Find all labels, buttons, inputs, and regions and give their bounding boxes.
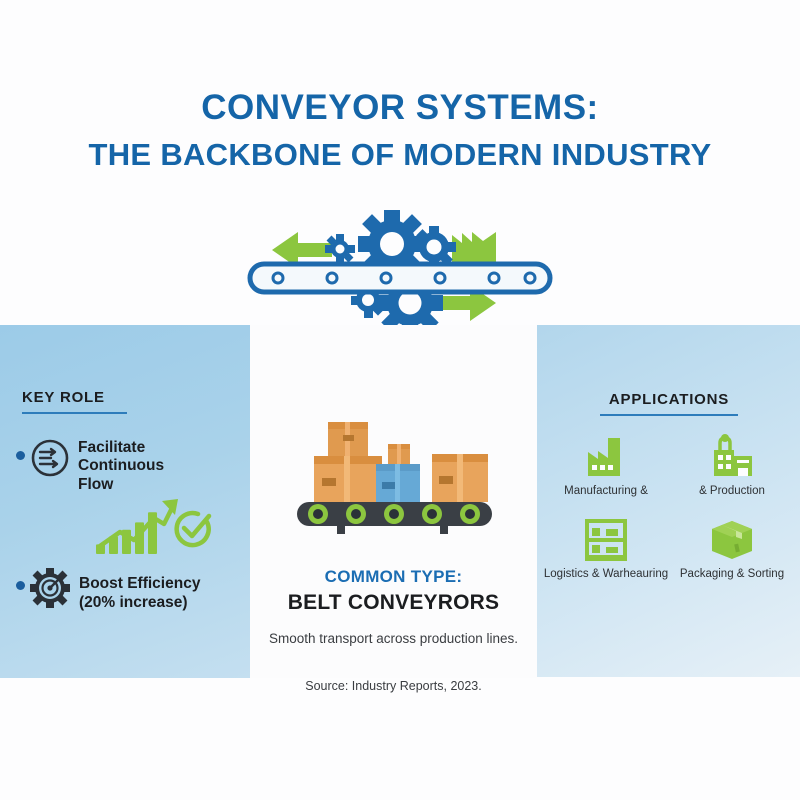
conveyor-rollers <box>308 504 480 524</box>
applications-row-2: Logistics & Warheauring Packaging & Sort… <box>543 513 795 580</box>
flow-arrows-circle-icon <box>29 437 71 484</box>
key-role-item-1-line-1: Facilitate <box>78 439 146 456</box>
cardboard-box <box>432 454 488 502</box>
application-item-packaging: Packaging & Sorting <box>669 513 795 580</box>
belt-conveyor-boxes-illustration <box>292 412 497 539</box>
trend-arrow-line <box>97 501 177 549</box>
application-item-logistics: Logistics & Warheauring <box>543 513 669 580</box>
target-gear-icon <box>29 567 71 614</box>
key-role-heading-wrap: KEY ROLE <box>22 389 127 414</box>
gear-icon <box>325 234 355 264</box>
key-role-heading: KEY ROLE <box>22 389 105 406</box>
package-box-icon <box>669 513 795 561</box>
key-role-item-2-line-1: Boost Efficiency <box>79 575 201 592</box>
left-arrow-icon <box>272 232 332 268</box>
cardboard-box <box>314 456 382 502</box>
applications-heading-wrap: APPLICATIONS <box>600 391 738 416</box>
conveyor-leg <box>337 526 345 534</box>
application-item-1-label: Manufacturing & <box>564 485 648 497</box>
common-type-text: COMMON TYPE: BELT CONVEYRORS Smooth tran… <box>250 567 537 648</box>
common-type-title: BELT CONVEYRORS <box>287 591 500 614</box>
conveyor-leg <box>440 526 448 534</box>
application-item-3-label: Logistics & Warheauring <box>543 568 669 580</box>
key-role-panel <box>0 325 250 678</box>
common-type-description: Smooth transport across production lines… <box>268 631 519 646</box>
hero-illustration <box>240 202 560 335</box>
applications-heading: APPLICATIONS <box>608 391 730 408</box>
key-role-item-1-label: Facilitate Continuous Flow <box>78 437 164 494</box>
key-role-item-1-line-2: Continuous <box>78 457 165 475</box>
key-role-item-facilitate-flow: Facilitate Continuous Flow <box>16 437 164 494</box>
plant-building-icon <box>669 430 795 478</box>
cardboard-box <box>388 444 410 464</box>
check-circle-icon <box>174 510 212 548</box>
application-item-production: & Production <box>669 430 795 497</box>
application-item-2-label: & Production <box>699 485 765 497</box>
key-role-item-2-line-2: (20% increase) <box>79 593 188 611</box>
title-line-1: CONVEYOR SYSTEMS: <box>201 88 599 127</box>
cardboard-box <box>328 422 368 456</box>
key-role-item-2-label: Boost Efficiency (20% increase) <box>79 567 200 612</box>
conveyor-belt-icon <box>247 261 553 295</box>
factory-icon <box>452 232 496 267</box>
key-role-item-boost-efficiency: Boost Efficiency (20% increase) <box>16 567 200 614</box>
applications-grid: Manufacturing & <box>543 430 795 580</box>
blue-box <box>376 464 420 502</box>
bar-chart-growth-icon <box>96 512 157 554</box>
application-item-manufacturing: Manufacturing & <box>543 430 669 497</box>
trend-arrow-head <box>162 499 178 515</box>
growth-graphic <box>92 496 212 566</box>
bullet-dot <box>16 581 25 590</box>
title-line-2: THE BACKBONE OF MODERN INDUSTRY <box>88 137 712 173</box>
applications-row-1: Manufacturing & <box>543 430 795 497</box>
key-role-heading-rule <box>22 412 127 414</box>
factory-icon <box>543 430 669 478</box>
applications-panel <box>537 325 800 677</box>
source-note: Source: Industry Reports, 2023. <box>305 679 482 693</box>
application-item-4-label: Packaging & Sorting <box>679 568 785 580</box>
page-title: CONVEYOR SYSTEMS: THE BACKBONE OF MODERN… <box>0 88 800 173</box>
bullet-dot <box>16 451 25 460</box>
applications-heading-rule <box>600 414 738 416</box>
common-type-kicker: COMMON TYPE: <box>324 567 463 586</box>
warehouse-icon <box>543 513 669 561</box>
key-role-item-1-line-3: Flow <box>78 475 114 493</box>
